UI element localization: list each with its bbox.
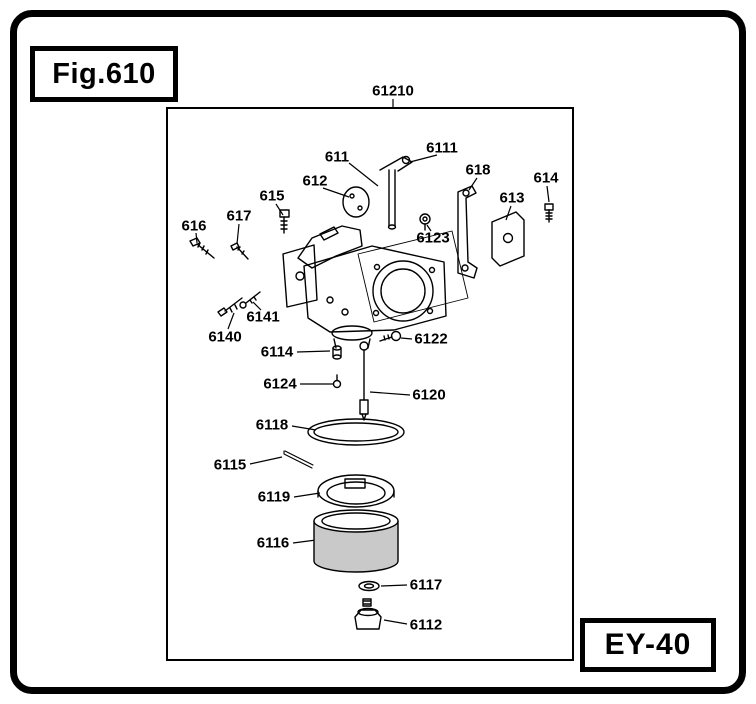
part-label-6119: 6119 <box>257 488 291 506</box>
page-border <box>10 10 746 694</box>
part-label-612: 612 <box>302 172 328 190</box>
figure-number: Fig.610 <box>52 57 156 90</box>
part-label-6117: 6117 <box>409 576 443 594</box>
model-code: EY-40 <box>604 628 692 661</box>
part-label-611: 611 <box>324 148 350 166</box>
part-label-6141: 6141 <box>246 308 280 326</box>
part-label-618: 618 <box>465 161 491 179</box>
part-label-6118: 6118 <box>255 416 289 434</box>
figure-number-box: Fig.610 <box>30 46 178 102</box>
part-label-6120: 6120 <box>412 386 446 404</box>
part-label-613: 613 <box>499 189 525 207</box>
part-label-6111: 6111 <box>426 139 458 157</box>
part-label-617: 617 <box>226 207 252 225</box>
part-label-6115: 6115 <box>213 456 247 474</box>
part-label-616: 616 <box>181 217 207 235</box>
assembly-label-61210: 61210 <box>372 82 414 100</box>
model-code-box: EY-40 <box>580 618 716 672</box>
part-label-614: 614 <box>533 169 559 187</box>
part-label-6114: 6114 <box>260 343 294 361</box>
part-label-6116: 6116 <box>256 534 290 552</box>
part-label-6124: 6124 <box>263 375 297 393</box>
part-label-6112: 6112 <box>409 616 443 634</box>
part-label-6123: 6123 <box>416 229 450 247</box>
part-label-615: 615 <box>259 187 285 205</box>
part-label-6122: 6122 <box>414 330 448 348</box>
part-label-6140: 6140 <box>208 328 242 346</box>
